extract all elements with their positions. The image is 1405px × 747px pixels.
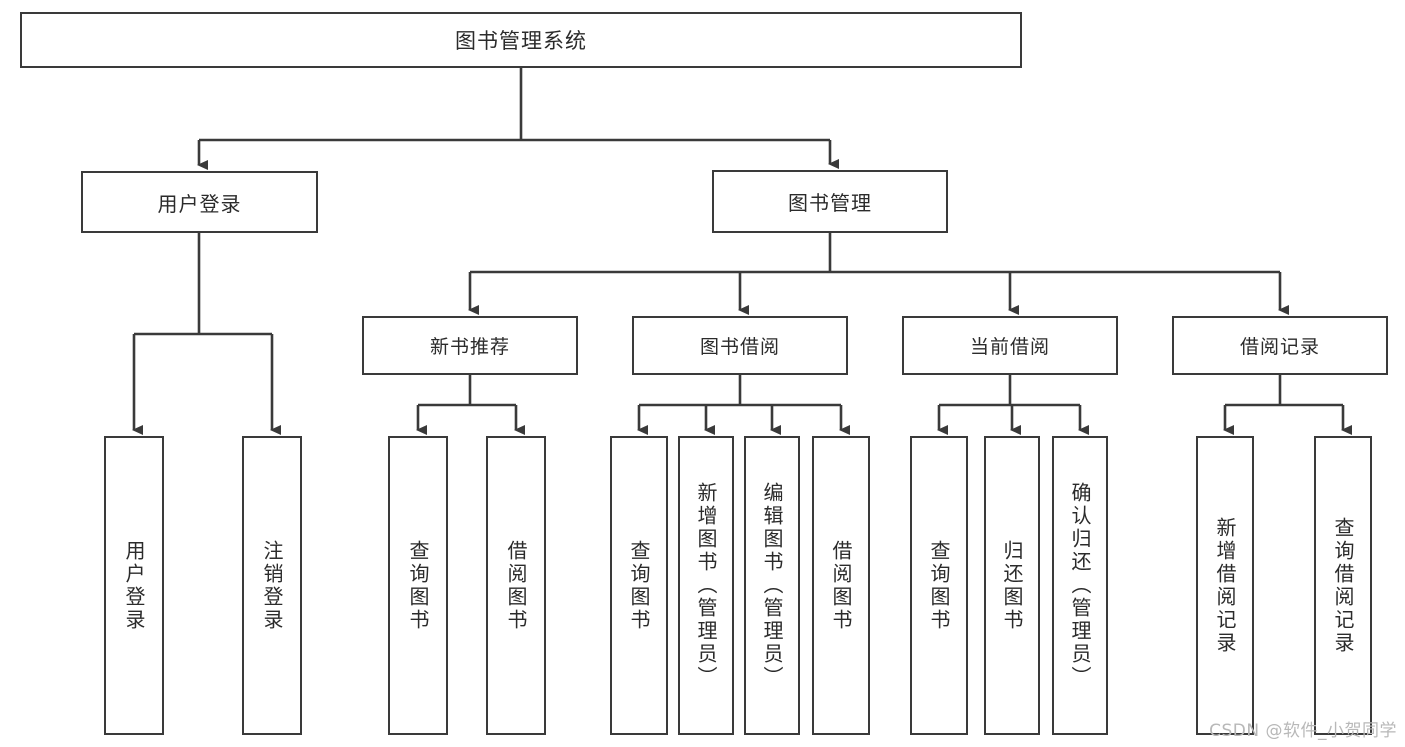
leaf-label: 新增图书（管理员） — [694, 482, 718, 689]
leaf-label: 借阅图书 — [829, 539, 853, 632]
node-user-login[interactable]: 用户登录 — [81, 171, 318, 233]
node-book-borrow-label: 图书借阅 — [699, 336, 780, 358]
leaf-query-borrow-record[interactable]: 查询借阅记录 — [1314, 436, 1372, 735]
node-user-login-label: 用户登录 — [157, 191, 242, 216]
node-root[interactable]: 图书管理系统 — [20, 12, 1022, 68]
leaf-edit-book-admin[interactable]: 编辑图书（管理员） — [744, 436, 800, 735]
leaf-confirm-return-admin[interactable]: 确认归还（管理员） — [1052, 436, 1108, 735]
node-borrow-record-label: 借阅记录 — [1239, 336, 1320, 358]
leaf-label: 用户登录 — [122, 539, 146, 632]
leaf-label: 查询图书 — [406, 539, 430, 632]
node-current-borrow-label: 当前借阅 — [969, 336, 1050, 358]
leaf-add-book-admin[interactable]: 新增图书（管理员） — [678, 436, 734, 735]
node-new-book-recommend[interactable]: 新书推荐 — [362, 316, 578, 375]
node-book-borrow[interactable]: 图书借阅 — [632, 316, 848, 375]
leaf-borrow-book[interactable]: 借阅图书 — [812, 436, 870, 735]
leaf-borrow-book-new[interactable]: 借阅图书 — [486, 436, 546, 735]
node-borrow-record[interactable]: 借阅记录 — [1172, 316, 1388, 375]
node-new-book-recommend-label: 新书推荐 — [429, 336, 510, 358]
leaf-label: 确认归还（管理员） — [1068, 482, 1092, 689]
leaf-query-book-current[interactable]: 查询图书 — [910, 436, 968, 735]
node-current-borrow[interactable]: 当前借阅 — [902, 316, 1118, 375]
leaf-logout[interactable]: 注销登录 — [242, 436, 302, 735]
leaf-label: 注销登录 — [260, 539, 284, 632]
leaf-label: 查询图书 — [627, 539, 651, 632]
leaf-label: 新增借阅记录 — [1213, 516, 1237, 655]
leaf-label: 借阅图书 — [504, 539, 528, 632]
leaf-label: 查询借阅记录 — [1331, 516, 1355, 655]
leaf-query-book-borrow[interactable]: 查询图书 — [610, 436, 668, 735]
node-book-manage[interactable]: 图书管理 — [712, 170, 948, 233]
node-book-manage-label: 图书管理 — [788, 191, 872, 215]
leaf-query-book-new[interactable]: 查询图书 — [388, 436, 448, 735]
leaf-label: 归还图书 — [1000, 539, 1024, 632]
leaf-return-book[interactable]: 归还图书 — [984, 436, 1040, 735]
watermark: CSDN @软件_小贺同学 — [1209, 721, 1397, 741]
leaf-label: 编辑图书（管理员） — [760, 482, 784, 689]
leaf-user-login[interactable]: 用户登录 — [104, 436, 164, 735]
leaf-add-borrow-record[interactable]: 新增借阅记录 — [1196, 436, 1254, 735]
node-root-label: 图书管理系统 — [455, 29, 587, 53]
leaf-label: 查询图书 — [927, 539, 951, 632]
